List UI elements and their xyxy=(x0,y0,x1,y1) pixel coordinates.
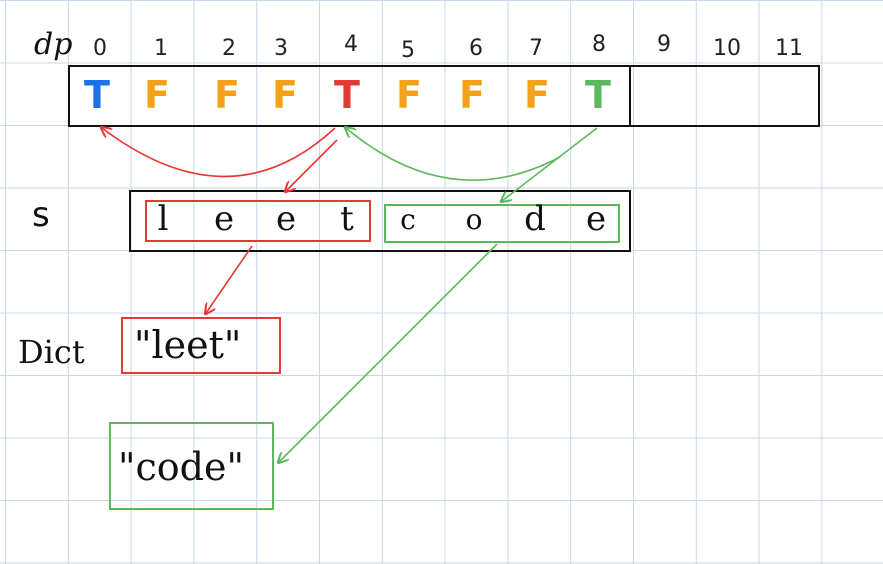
dp-label: dp xyxy=(34,27,73,62)
dp-value: T xyxy=(334,73,360,117)
s-char: e xyxy=(213,199,235,239)
s-char: l xyxy=(157,199,169,239)
dp-value: F xyxy=(524,73,550,117)
dp-index: 4 xyxy=(344,32,358,57)
s-char: d xyxy=(524,199,546,239)
dp-array-box xyxy=(68,65,820,127)
dp-index: 6 xyxy=(469,36,483,61)
dp-index: 5 xyxy=(401,38,415,63)
dict-leet-box xyxy=(121,317,281,374)
s-label: s xyxy=(32,195,50,235)
dict-label: Dict xyxy=(18,333,85,371)
green-arrow-to-code xyxy=(502,127,598,201)
green-arrow-to-dict-code xyxy=(279,243,498,462)
dp-index: 0 xyxy=(93,36,107,61)
dp-value: T xyxy=(585,73,611,117)
s-string-box xyxy=(129,190,631,252)
s-char: e xyxy=(585,199,607,239)
dict-code-box xyxy=(109,422,274,510)
dp-index: 10 xyxy=(713,36,741,61)
dp-index: 3 xyxy=(274,36,288,61)
s-char: e xyxy=(275,199,297,239)
dp-value: F xyxy=(214,73,240,117)
dp-index: 1 xyxy=(154,36,168,61)
dp-index: 9 xyxy=(657,32,671,57)
dp-value: F xyxy=(459,73,485,117)
dp-index: 11 xyxy=(775,36,803,61)
green-arrow-to-dp4 xyxy=(346,128,561,181)
dp-index: 8 xyxy=(592,32,606,57)
dp-index: 2 xyxy=(222,36,236,61)
s-char: o xyxy=(465,203,483,236)
dp-index: 7 xyxy=(529,36,543,61)
red-arrow-to-leet xyxy=(286,139,338,191)
code-highlight-box xyxy=(384,204,620,243)
dp-value: T xyxy=(84,73,110,117)
red-arrow-to-dp0 xyxy=(102,128,336,178)
dp-value: F xyxy=(144,73,170,117)
dp-value: F xyxy=(272,73,298,117)
dict-leet-entry: "leet" xyxy=(134,323,242,367)
s-char: t xyxy=(340,199,354,239)
leet-highlight-box xyxy=(145,200,371,242)
s-char: c xyxy=(400,203,416,236)
dp-value: F xyxy=(396,73,422,117)
dict-code-entry: "code" xyxy=(118,445,244,489)
red-arrow-to-dict-leet xyxy=(206,245,253,313)
